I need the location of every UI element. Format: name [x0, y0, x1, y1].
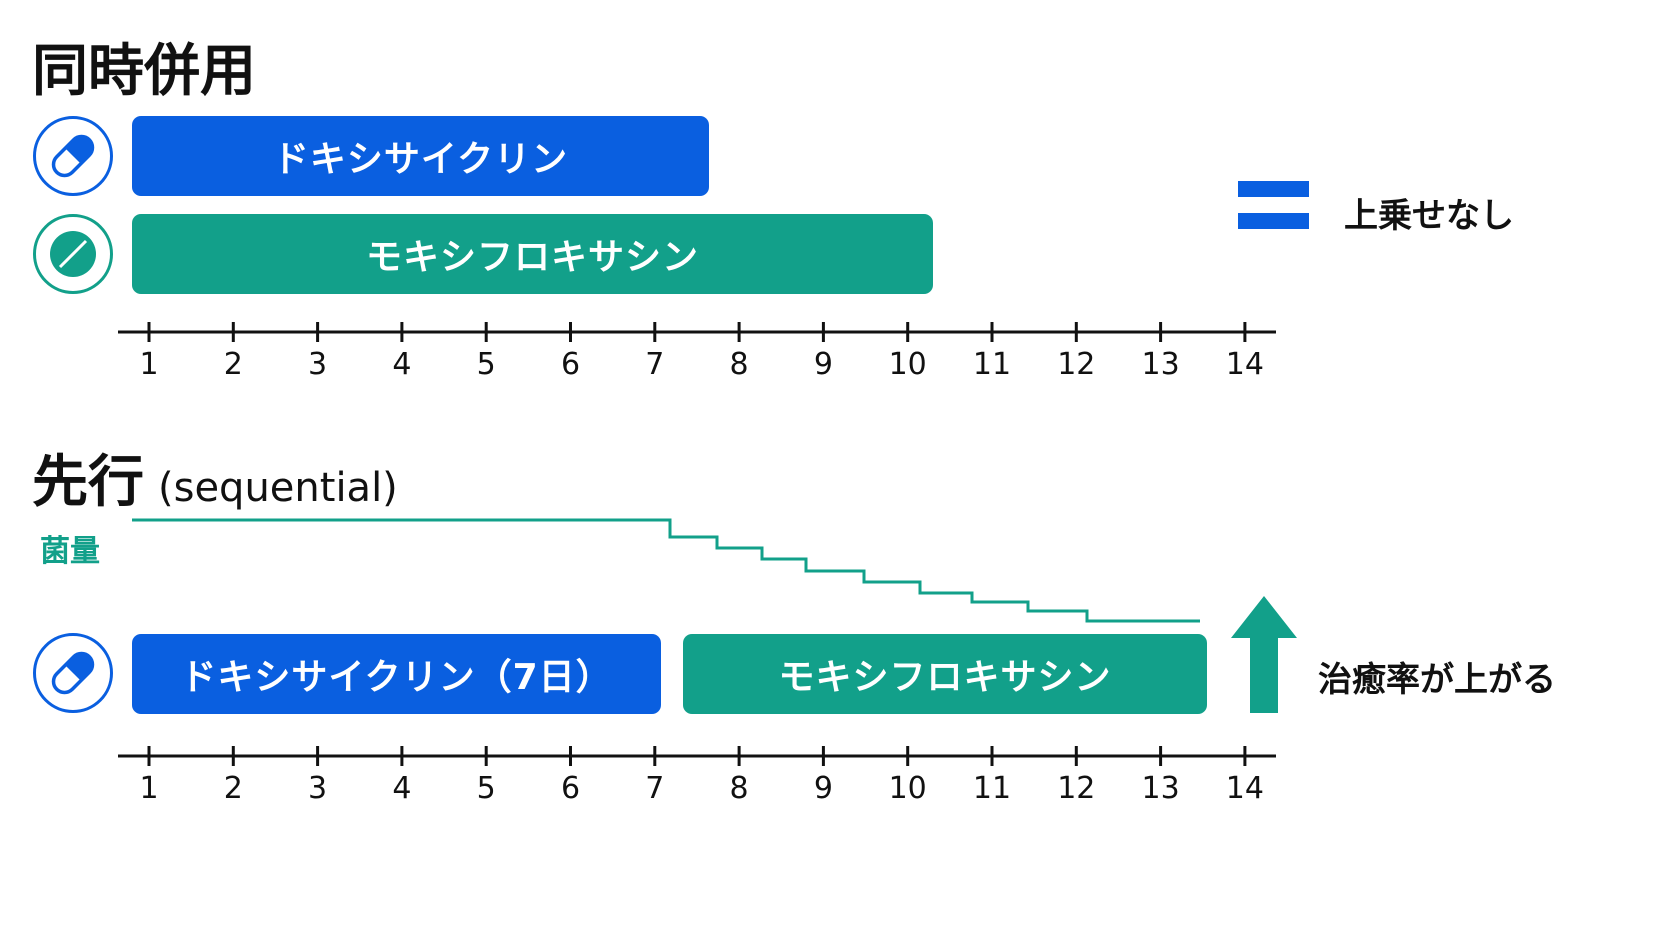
- axis-2-tick-label: 5: [476, 771, 496, 806]
- axis-1-tick-label: 8: [729, 347, 749, 382]
- axis-2-tick-label: 4: [392, 771, 412, 806]
- axis-2-tick-label: 14: [1225, 771, 1264, 806]
- axis-1-tick-label: 6: [560, 347, 581, 382]
- axis-2-tick-label: 10: [888, 771, 927, 806]
- axis-1-tick-label: 4: [392, 347, 412, 382]
- capsule-icon: [33, 633, 113, 713]
- concurrent-moxifloxacin-bar: モキシフロキサシン: [132, 214, 933, 294]
- concurrent-doxycycline-bar: ドキシサイクリン: [132, 116, 709, 196]
- axis-2-tick-label: 7: [645, 771, 665, 806]
- axis-1-tick-label: 9: [813, 347, 833, 382]
- axis-1-tick-label: 11: [972, 347, 1012, 382]
- sequential-doxycycline-bar: ドキシサイクリン（7日）: [132, 634, 661, 714]
- axis-2-tick-label: 13: [1141, 771, 1180, 806]
- sequential-subtitle: (sequential): [158, 465, 398, 511]
- sequential-title: 先行 (sequential): [32, 437, 398, 518]
- axis-1-tick-label: 13: [1141, 347, 1180, 382]
- axis-2-tick-label: 1: [139, 771, 159, 806]
- axis-1-tick-label: 2: [223, 347, 243, 382]
- axis-1-tick-label: 7: [645, 347, 665, 382]
- axis-1-tick-label: 10: [888, 347, 927, 382]
- axis-2-tick-label: 8: [729, 771, 749, 806]
- axis-1-tick-label: 1: [139, 347, 159, 382]
- tablet-icon: [33, 214, 113, 294]
- concurrent-title: 同時併用: [32, 39, 256, 104]
- axis-2-tick-label: 6: [560, 771, 581, 806]
- axis-2-tick-label: 12: [1057, 771, 1096, 806]
- improved-cure-rate-label: 治癒率が上がる: [1318, 660, 1556, 700]
- axis-2-tick-label: 9: [813, 771, 833, 806]
- capsule-icon: [33, 116, 113, 196]
- axis-2-tick-label: 3: [308, 771, 328, 806]
- no-additional-effect-label: 上乗せなし: [1344, 196, 1514, 236]
- sequential-title-main: 先行: [32, 450, 144, 515]
- axis-1-tick-label: 12: [1057, 347, 1096, 382]
- bacterial-load-label: 菌量: [40, 534, 100, 569]
- axis-1-tick-label: 5: [476, 347, 496, 382]
- axis-1-tick-label: 14: [1225, 347, 1264, 382]
- axis-2-tick-label: 11: [972, 771, 1012, 806]
- axis-2-tick-label: 2: [223, 771, 243, 806]
- sequential-moxifloxacin-bar: モキシフロキサシン: [683, 634, 1207, 714]
- axis-1-tick-label: 3: [308, 347, 328, 382]
